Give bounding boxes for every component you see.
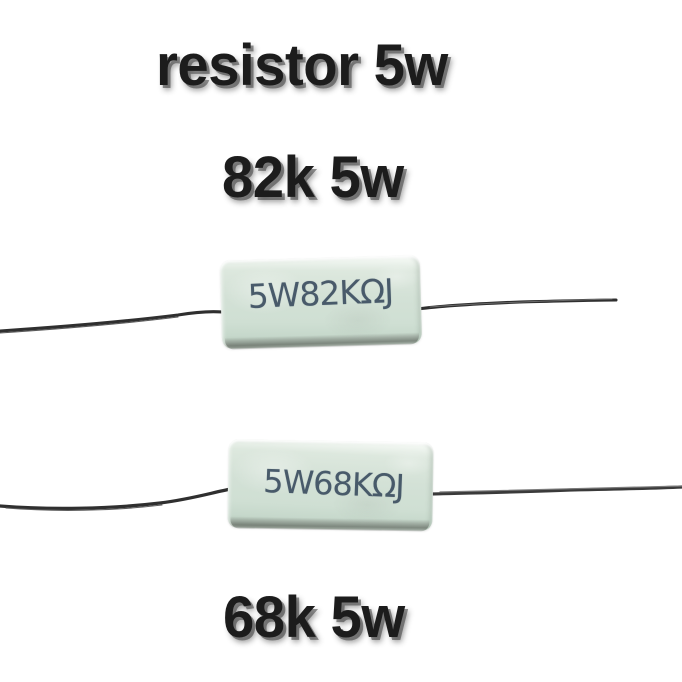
- resistor-bottom-lead-right: [428, 485, 682, 496]
- resistor-top-lead-left-highlight: [0, 316, 179, 334]
- caption-top-resistor-value: 82k 5w: [222, 145, 404, 210]
- resistor-top-lead-right: [416, 298, 618, 311]
- caption-bottom-resistor-value: 68k 5w: [223, 585, 405, 650]
- resistor-top-marking: 5W82KΩJ: [247, 271, 394, 316]
- resistor-top-lead-right-highlight: [429, 298, 613, 308]
- resistor-bottom-lead-left: [0, 487, 233, 510]
- caption-title: resistor 5w: [156, 33, 448, 98]
- resistor-bottom-lead-left-highlight: [5, 504, 163, 511]
- resistor-bottom-lead-right-highlight: [439, 485, 682, 493]
- resistor-top-lead-left: [0, 310, 225, 333]
- resistor-bottom-marking: 5W68KΩJ: [262, 462, 405, 506]
